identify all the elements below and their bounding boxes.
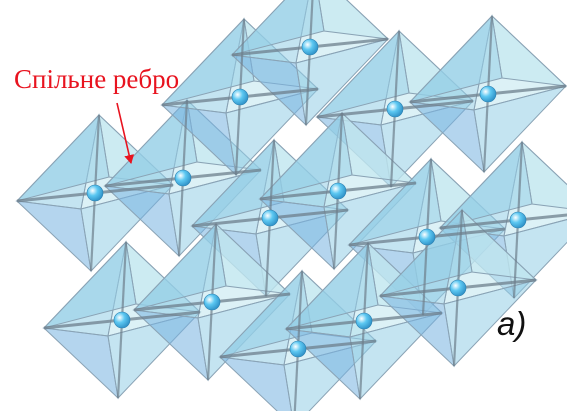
- cation-sphere: [330, 183, 346, 199]
- panel-label: a): [497, 304, 526, 344]
- cation-sphere: [290, 341, 306, 357]
- octahedron-face: [44, 328, 118, 398]
- cation-sphere: [262, 210, 278, 226]
- cation-sphere: [114, 312, 130, 328]
- octahedron-face: [492, 16, 566, 86]
- cation-sphere: [87, 185, 103, 201]
- cation-sphere: [450, 280, 466, 296]
- octahedron-face: [17, 201, 91, 271]
- cation-sphere: [387, 101, 403, 117]
- octahedron-face: [220, 357, 294, 411]
- cation-sphere: [510, 212, 526, 228]
- cation-sphere: [204, 294, 220, 310]
- cation-sphere: [175, 170, 191, 186]
- cation-sphere: [232, 89, 248, 105]
- cation-sphere: [480, 86, 496, 102]
- cation-sphere: [419, 229, 435, 245]
- shared-edge-callout-label: Спільне ребро: [14, 62, 179, 96]
- cation-sphere: [302, 39, 318, 55]
- cation-sphere: [356, 313, 372, 329]
